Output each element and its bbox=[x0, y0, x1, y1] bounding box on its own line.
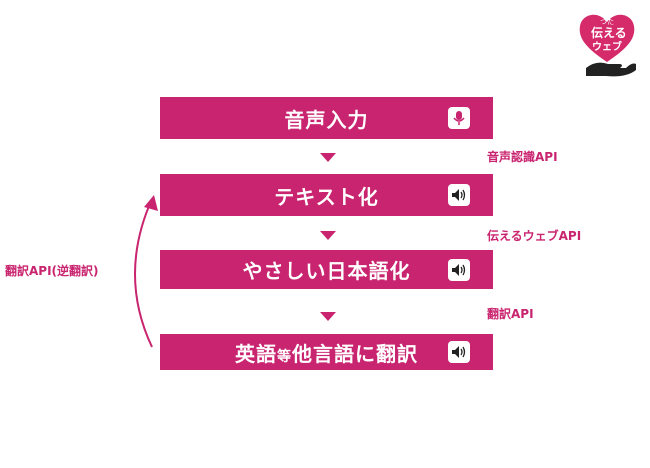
api-label-back-translation: 翻訳API(逆翻訳) bbox=[5, 264, 99, 278]
api-label-tsutaeru-web: 伝えるウェブAPI bbox=[487, 229, 582, 243]
speaker-icon[interactable] bbox=[448, 184, 470, 206]
step-easy-japanese: やさしい日本語化 bbox=[160, 250, 493, 289]
down-arrow bbox=[320, 231, 336, 240]
back-translation-arrow bbox=[134, 195, 158, 348]
step-label: 音声入力 bbox=[284, 107, 369, 132]
step-label: テキスト化 bbox=[274, 184, 379, 209]
step-label: 英語等他言語に翻訳 bbox=[235, 338, 418, 367]
logo-line3: ウェブ bbox=[592, 40, 622, 53]
step-label-main: 英語 bbox=[235, 341, 277, 366]
logo-line2: 伝える bbox=[591, 25, 627, 40]
step-translation: 英語等他言語に翻訳 bbox=[160, 334, 493, 370]
step-label-small: 等 bbox=[277, 348, 292, 365]
speaker-icon[interactable] bbox=[448, 258, 470, 281]
tsutaeru-web-logo: つた 伝える ウェブ bbox=[576, 10, 638, 80]
logo-line1: つた bbox=[600, 18, 614, 26]
step-label: やさしい日本語化 bbox=[242, 259, 411, 283]
api-label-speech-recognition: 音声認識API bbox=[487, 150, 558, 164]
step-label-rest: 他言語に翻訳 bbox=[292, 341, 418, 366]
heart-hand-logo-icon: つた 伝える ウェブ bbox=[579, 14, 636, 77]
down-arrow bbox=[320, 312, 336, 321]
step-text-conversion: テキスト化 bbox=[160, 174, 493, 216]
speaker-icon[interactable] bbox=[448, 341, 470, 363]
down-arrow bbox=[320, 153, 336, 162]
microphone-icon[interactable] bbox=[448, 107, 470, 129]
api-label-translation: 翻訳API bbox=[487, 307, 534, 321]
step-voice-input: 音声入力 bbox=[160, 97, 493, 139]
